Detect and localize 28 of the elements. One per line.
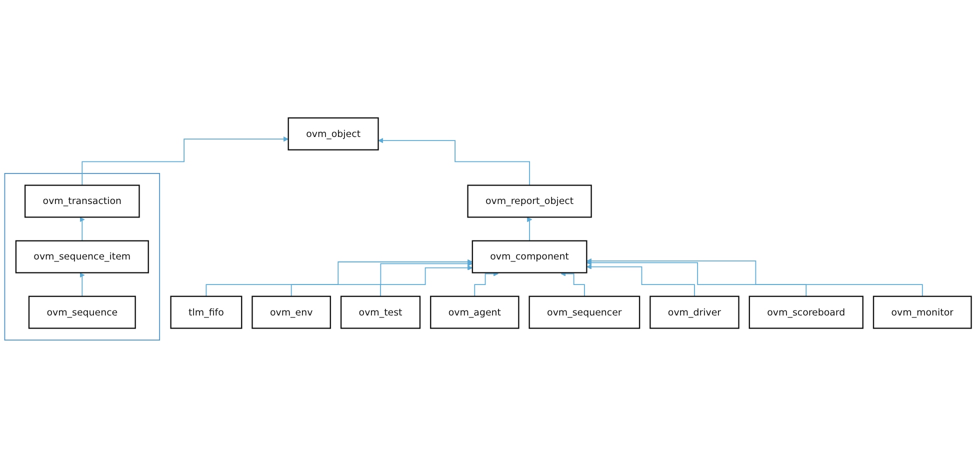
arrow [82,136,289,186]
arrow [290,261,473,297]
node-box: ovm_agent [430,296,520,329]
node-box: ovm_driver [650,296,740,329]
node-box: ovm_component [472,240,588,274]
node-box: ovm_object [288,117,379,150]
arrow [474,271,498,297]
node-box: tlm_fifo [170,296,242,329]
arrow [586,260,807,297]
node-box: ovm_monitor [872,296,972,329]
arrow [80,216,85,242]
arrow [586,258,923,297]
node-box: ovm_sequence_item [15,240,149,274]
arrow [560,271,585,297]
node-box: ovm_env [252,296,331,329]
node-box: ovm_transaction [24,184,140,218]
node-box: ovm_scoreboard [748,296,864,329]
node-box: ovm_test [340,296,421,329]
arrow [80,272,85,297]
arrow [378,138,530,186]
arrow [206,259,473,297]
arrow [526,216,532,242]
cluster [4,173,160,341]
node-box: ovm_sequencer [528,296,640,329]
arrow [380,265,473,297]
node-box: ovm_report_object [467,184,592,218]
arrow [586,264,695,297]
node-box: ovm_sequence [28,296,136,329]
